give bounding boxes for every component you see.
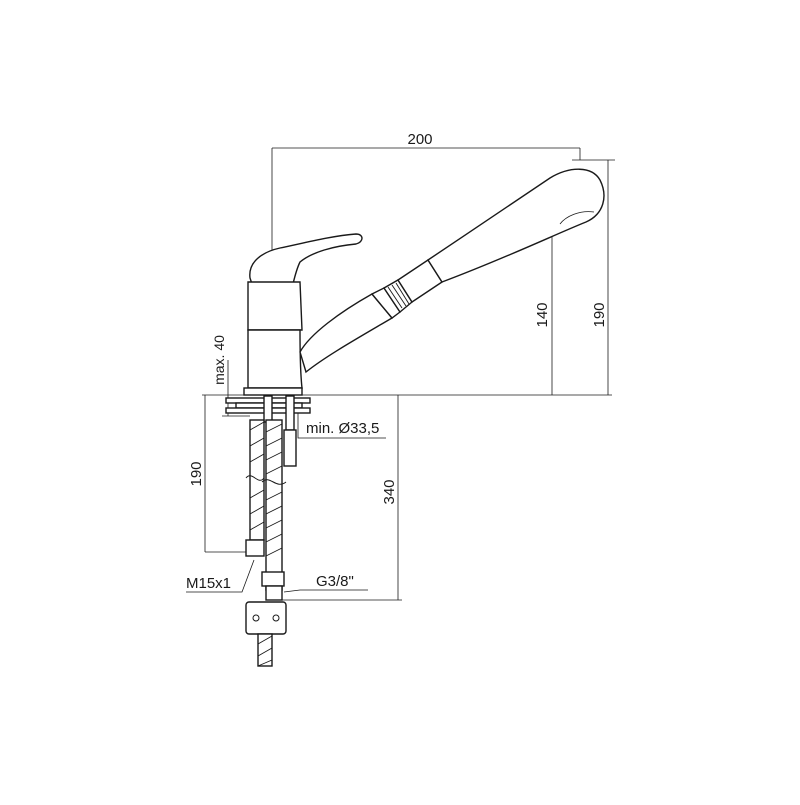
inlet-thread-label: M15x1 xyxy=(186,575,231,592)
bracket-hole-right xyxy=(272,614,280,622)
hose-right-nut xyxy=(261,571,285,587)
dim-hole-label: min. Ø33,5 xyxy=(306,420,379,437)
dim-hole-leader xyxy=(297,412,386,439)
dimension-labels: 200 140 190 max. 40 min. Ø33,5 190 340 M… xyxy=(186,131,608,592)
underdeck-fittings xyxy=(225,395,311,667)
faucet-body xyxy=(243,168,605,396)
hose-right xyxy=(261,419,285,601)
break-mark-right xyxy=(261,479,287,485)
base-flange xyxy=(243,387,303,396)
hose-left xyxy=(245,419,265,557)
hose-left-fitting xyxy=(245,539,265,557)
inlet-thread-leader xyxy=(186,559,255,593)
outlet-thread-label: G3/8" xyxy=(316,573,354,590)
nut-right xyxy=(283,429,297,467)
break-mark-left xyxy=(245,475,265,481)
hose-right-fitting xyxy=(265,585,283,601)
spout-arm xyxy=(299,293,394,374)
dim-190-hose-label: 190 xyxy=(188,461,205,486)
outlet-thread-leader xyxy=(283,589,368,593)
stud-right xyxy=(285,395,295,431)
body-upper xyxy=(247,281,303,331)
spout-nut xyxy=(383,279,413,314)
dim-140-label: 140 xyxy=(534,302,551,327)
mounting-bracket xyxy=(245,601,287,635)
dim-190-label: 190 xyxy=(591,302,608,327)
stud-left xyxy=(263,395,273,423)
lever-handle xyxy=(249,233,363,291)
body-lower xyxy=(247,329,303,389)
dim-340-label: 340 xyxy=(381,479,398,504)
bracket-hole-left xyxy=(252,614,260,622)
spray-face xyxy=(559,211,595,225)
dim-max40-label: max. 40 xyxy=(211,335,227,385)
dim-200-label: 200 xyxy=(407,131,432,148)
hose-lower xyxy=(257,633,273,667)
spray-head xyxy=(427,168,605,283)
